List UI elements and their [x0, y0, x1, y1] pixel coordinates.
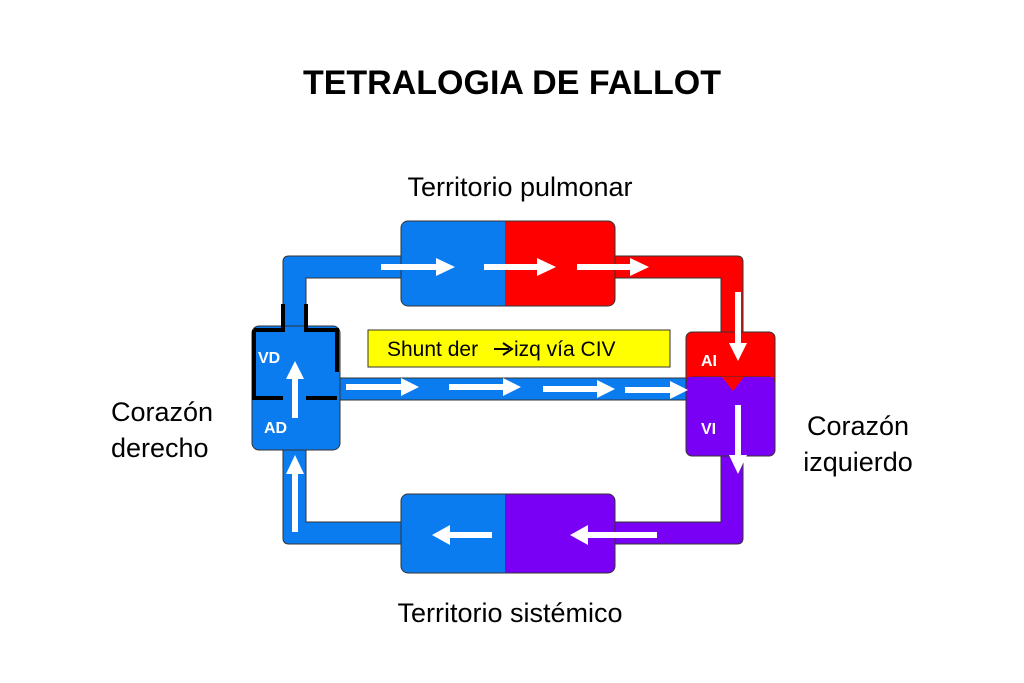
arrow-right-icon — [577, 258, 649, 276]
left-atrium-label: AI — [701, 353, 717, 370]
shunt-text-before: Shunt der — [387, 338, 478, 361]
arrow-right-icon — [484, 258, 556, 276]
left-heart-label-line1: Corazón — [806, 411, 910, 441]
right-atrium-label: AD — [264, 420, 287, 437]
pulmonary-vein-pipe — [614, 255, 744, 336]
left-ventricle — [685, 376, 776, 457]
mitral-valve-notch — [722, 377, 744, 391]
arrow-down-icon — [729, 292, 747, 361]
shunt-arrow-glyph — [494, 342, 514, 356]
page-title: TETRALOGIA DE FALLOT — [302, 64, 722, 102]
right-heart-label-line1: Corazón — [111, 397, 214, 427]
left-ventricle-label: VI — [701, 421, 716, 438]
right-heart-label: Corazón derecho — [111, 394, 213, 466]
arrow-right-icon — [543, 380, 615, 398]
arrow-right-icon — [381, 258, 455, 276]
arrow-down-icon — [729, 405, 747, 474]
vena-cava-pipe — [282, 449, 402, 545]
arrow-up-icon — [286, 455, 304, 532]
pulmonary-territory-label: Territorio pulmonar — [407, 172, 633, 202]
svg-text:izq vía CIV: izq vía CIV — [514, 338, 616, 361]
right-ventricle-label: VD — [258, 350, 280, 367]
arrow-left-icon — [570, 525, 657, 545]
left-heart-label: Corazón izquierdo — [770, 408, 946, 480]
arrow-right-icon — [625, 381, 688, 399]
right-heart-label-line2: derecho — [111, 433, 209, 463]
flow-arrows — [286, 258, 747, 545]
arrow-left-icon — [432, 525, 492, 545]
right-heart-septum-lines — [252, 304, 339, 400]
arrow-right-icon — [346, 378, 419, 396]
pulmonary-territory-box — [400, 220, 616, 307]
svg-text:Shunt der: Shunt der — [387, 338, 478, 361]
systemic-territory-label: Territorio sistémico — [397, 598, 623, 628]
arrow-up-icon — [286, 361, 304, 418]
left-heart-label-line2: izquierdo — [803, 447, 913, 477]
arrow-right-icon — [449, 378, 521, 396]
shunt-label-box: Shunt der izq vía CIV — [367, 329, 671, 368]
aorta-pipe — [614, 454, 744, 545]
shunt-text-after: izq vía CIV — [514, 338, 616, 361]
pulmonary-artery-pipe — [282, 255, 402, 341]
